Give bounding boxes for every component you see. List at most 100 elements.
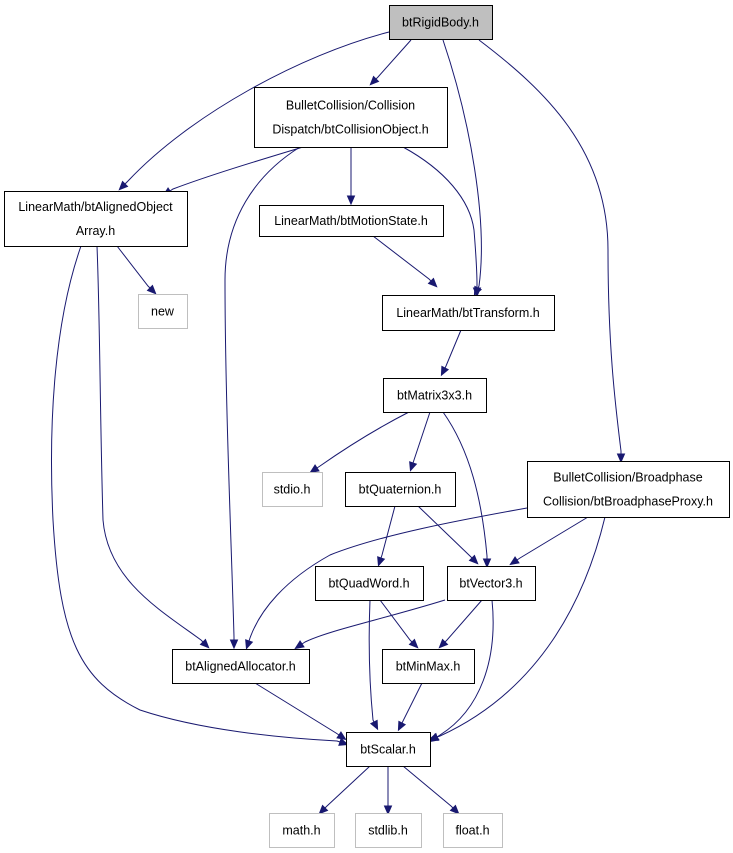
node-label: BulletCollision/Collision [286,99,415,113]
arrowhead [468,554,479,565]
arrowhead [309,464,320,474]
edge-btCollisionObject-to-btTransform [402,146,482,298]
node-box [345,472,456,507]
node-btMinMax[interactable]: btMinMax.h [382,649,475,684]
node-label: btQuaternion.h [359,483,442,497]
node-box [527,461,730,518]
node-btBroadphaseProxy[interactable]: BulletCollision/BroadphaseCollision/btBr… [527,461,730,518]
edge-line [516,516,589,561]
edge-line [316,411,410,469]
node-btScalar[interactable]: btScalar.h [346,732,431,767]
arrowhead [294,640,305,650]
node-box [355,813,422,848]
node-box [259,205,444,237]
edge-btBroadphaseProxy-to-btAlignedAllocator [245,507,528,650]
node-new[interactable]: new [138,294,188,329]
edge-line [442,411,488,559]
node-btQuaternion[interactable]: btQuaternion.h [345,472,456,507]
edge-btScalar-to-float [402,765,460,815]
node-box [389,5,493,40]
edge-line [169,146,304,192]
node-btCollisionObject[interactable]: BulletCollision/CollisionDispatch/btColl… [254,87,448,148]
edge-btQuaternion-to-btVector3 [417,505,479,565]
edge-line [372,235,432,282]
edge-line [248,507,528,642]
edge-btBroadphaseProxy-to-btVector3 [509,516,589,566]
arrowhead [616,453,626,464]
node-btTransform[interactable]: LinearMath/btTransform.h [382,295,555,331]
arrowhead [118,180,129,191]
node-btVector3[interactable]: btVector3.h [447,566,536,601]
node-btAlignedAllocator[interactable]: btAlignedAllocator.h [172,649,310,684]
edge-line [444,329,462,369]
node-box [383,378,487,413]
node-label: math.h [282,824,320,838]
arrowhead [338,737,349,746]
arrowhead [509,556,520,566]
node-label: Array.h [76,224,115,238]
edge-btScalar-to-stdlib [383,766,393,816]
arrowhead [199,638,210,649]
node-box [315,566,424,601]
arrowhead [429,733,440,743]
edge-line [402,765,454,809]
edge-btMatrix3x3-to-stdio [309,411,410,474]
node-stdio[interactable]: stdio.h [262,472,323,507]
arrowhead [245,639,254,650]
edge-line [402,146,478,288]
node-label: BulletCollision/Broadphase [553,471,702,485]
arrowhead [408,638,419,649]
node-btRigidBody[interactable]: btRigidBody.h [389,5,493,40]
edge-btMatrix3x3-to-btQuaternion [409,411,431,472]
node-label: btAlignedAllocator.h [185,660,296,674]
edge-btAlignedObjectArray-to-btAlignedAllocator [96,245,210,649]
edge-line [301,599,446,645]
edge-line [324,765,371,809]
node-btMotionState[interactable]: LinearMath/btMotionState.h [259,205,444,237]
arrowhead [449,804,460,815]
edge-line [375,39,412,80]
edge-line [379,599,413,643]
arrowhead [336,731,347,741]
edge-layer [51,31,626,816]
node-btQuadWord[interactable]: btQuadWord.h [315,566,424,601]
node-label: stdio.h [274,483,311,497]
arrowhead [427,277,438,288]
node-box [4,191,188,247]
edge-line [368,599,375,723]
edge-line [442,39,482,289]
node-btMatrix3x3[interactable]: btMatrix3x3.h [383,378,487,413]
node-stdlib[interactable]: stdlib.h [355,813,422,848]
arrowhead [369,719,379,731]
node-math[interactable]: math.h [269,813,335,848]
arrowhead [438,638,449,649]
node-label: btVector3.h [459,577,522,591]
edge-btAlignedAllocator-to-btScalar [254,682,347,741]
arrowhead [409,461,418,472]
edge-btAlignedObjectArray-to-new [116,245,157,295]
node-label: Dispatch/btCollisionObject.h [272,123,428,137]
edge-btRigidBody-to-btBroadphaseProxy [478,39,626,464]
node-label: btScalar.h [360,743,416,757]
node-box [382,649,475,684]
edge-btRigidBody-to-btAlignedObjectArray [118,31,390,191]
edge-btAlignedObjectArray-to-btScalar [51,245,349,746]
node-box [346,732,431,767]
edge-btRigidBody-to-btCollisionObject [369,39,412,86]
node-box [382,295,555,331]
edge-line [51,245,341,743]
edge-line [412,411,431,464]
edge-btCollisionObject-to-btAlignedObjectArray [162,146,304,197]
node-box [172,649,310,684]
node-box [262,472,323,507]
edge-btMotionState-to-btTransform [372,235,438,288]
arrowhead [383,805,393,816]
node-float[interactable]: float.h [443,813,503,848]
node-label: btMinMax.h [396,660,461,674]
arrowhead [482,558,492,569]
edge-line [124,31,390,185]
edge-line [417,505,473,559]
arrowhead [318,804,329,815]
edge-line [478,39,622,454]
